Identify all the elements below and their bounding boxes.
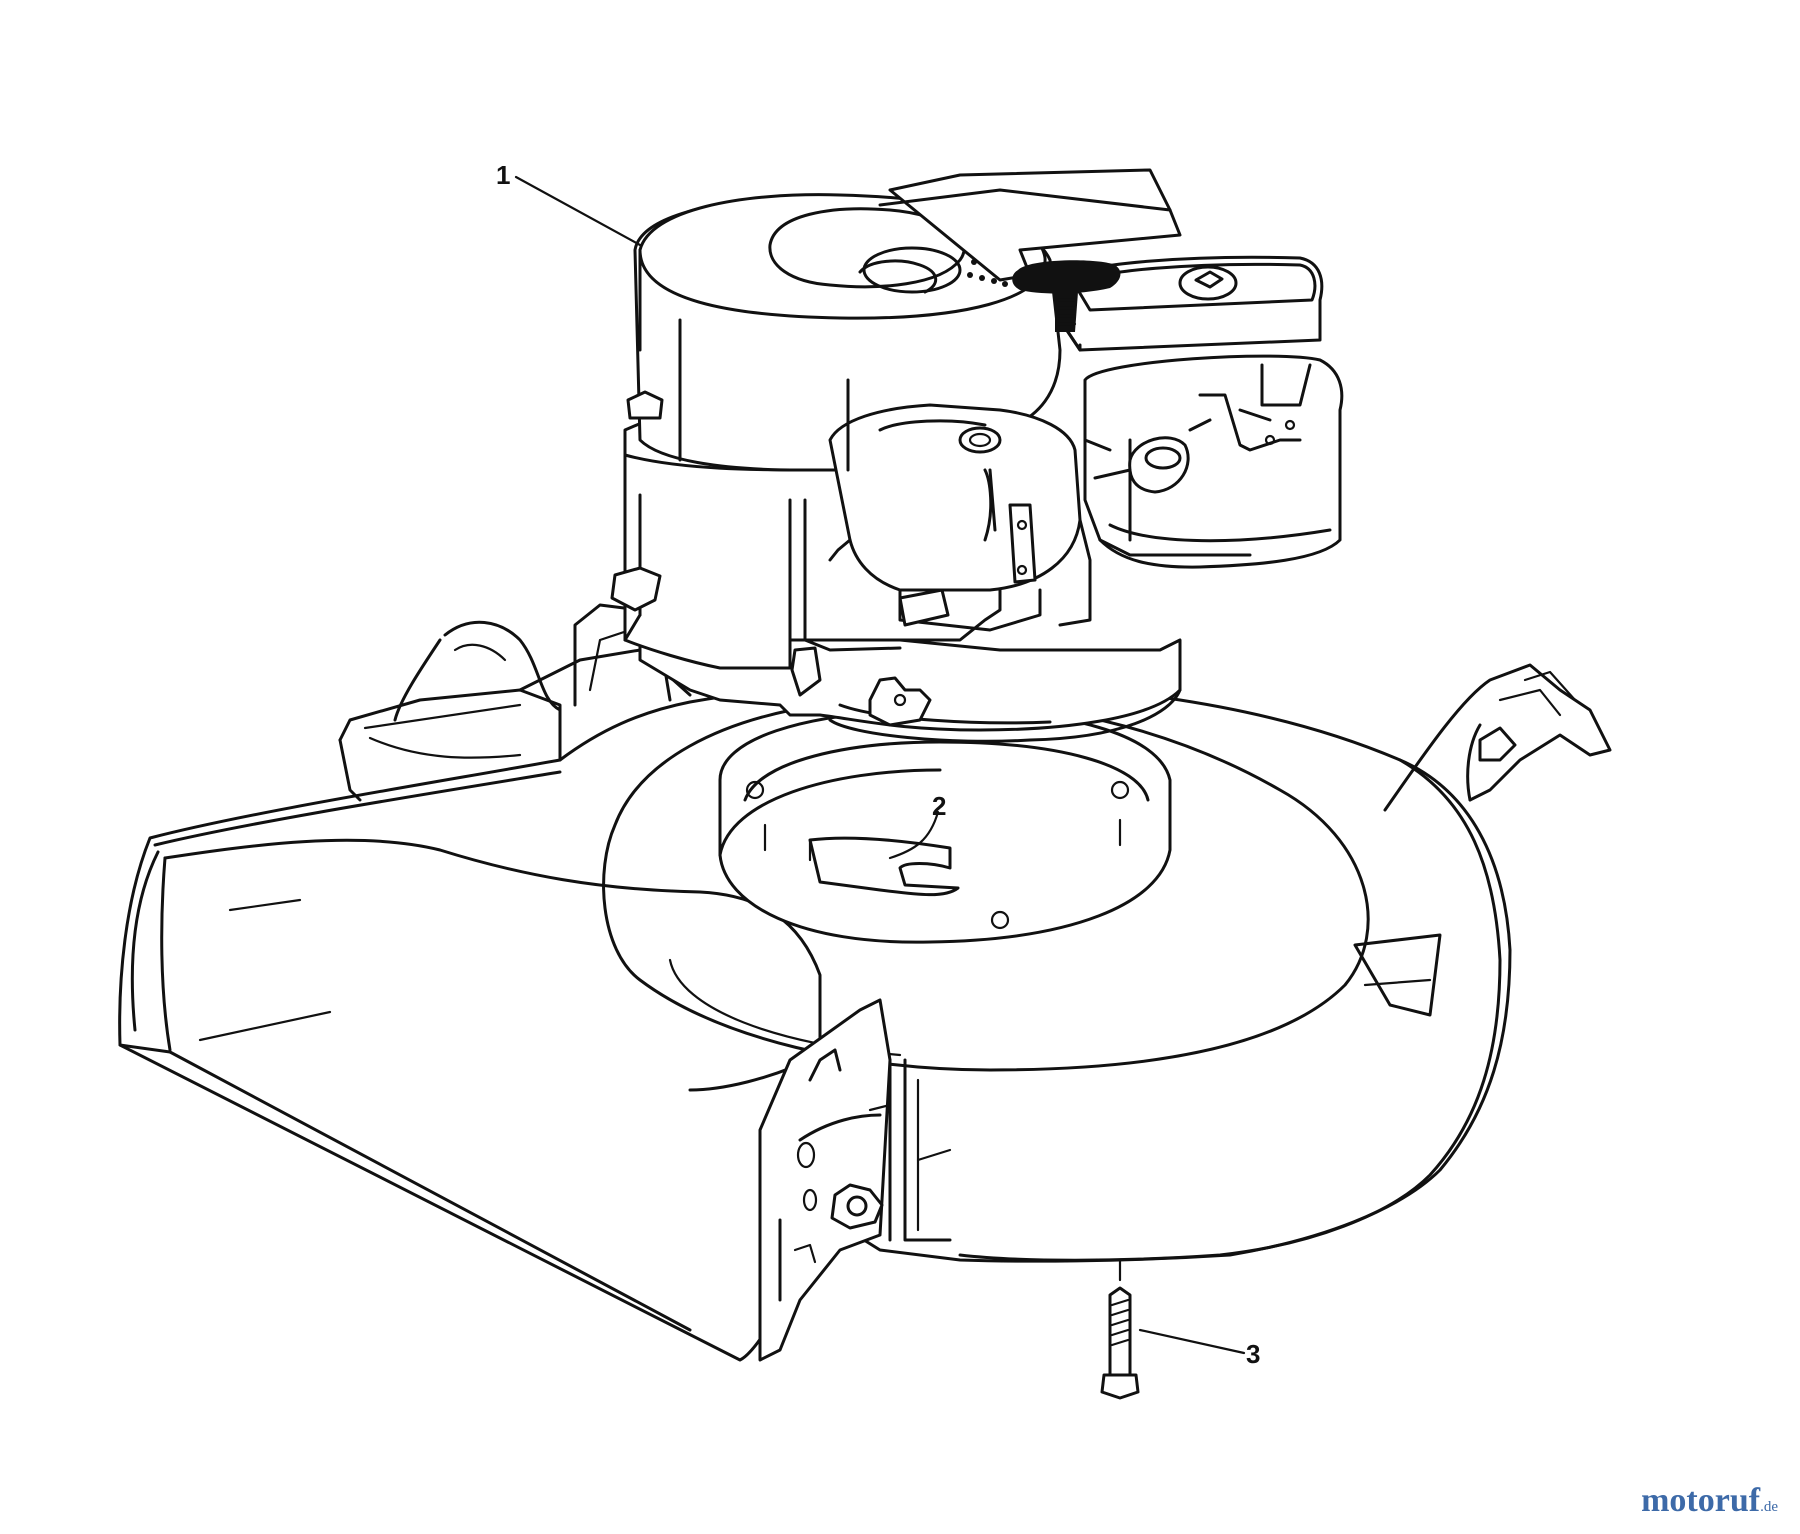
callout-2: 2 [888,791,946,860]
watermark-suffix: .de [1760,1499,1778,1515]
callout-1: 1 [496,160,642,247]
callout-2-label: 2 [932,791,946,821]
bolt [1100,1258,1140,1400]
deck-plate [808,836,960,897]
callout-1-label: 1 [496,160,510,190]
callout-3: 3 [1138,1328,1260,1369]
watermark-text: motoruf [1641,1482,1761,1519]
engine [610,168,1344,743]
callout-3-label: 3 [1246,1339,1260,1369]
mounting-ring [718,708,1172,944]
watermark-logo: motoruf.de [1641,1482,1778,1520]
